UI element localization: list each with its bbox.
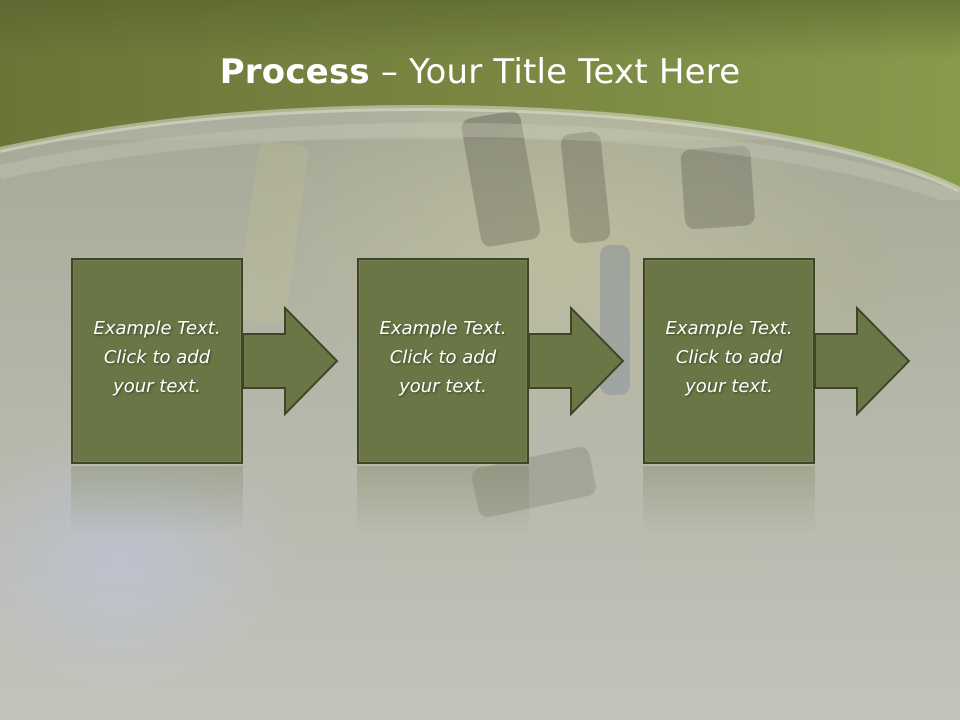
arrow-right-icon — [243, 306, 339, 416]
step-text: Example Text. Click to add your text. — [379, 318, 507, 397]
title-rest: – Your Title Text Here — [369, 52, 741, 92]
step-reflection — [71, 466, 243, 536]
arrow-right-icon — [815, 306, 911, 416]
slide-title[interactable]: Process – Your Title Text Here — [0, 52, 960, 92]
step-text: Example Text. Click to add your text. — [93, 318, 221, 397]
title-bold: Process — [219, 52, 370, 92]
process-step-2[interactable]: Example Text. Click to add your text. — [357, 258, 529, 464]
step-text: Example Text. Click to add your text. — [665, 318, 793, 397]
step-reflection — [357, 466, 529, 536]
process-step-1[interactable]: Example Text. Click to add your text. — [71, 258, 243, 464]
header-band — [0, 0, 960, 200]
arrow-right-icon — [529, 306, 625, 416]
process-step-3[interactable]: Example Text. Click to add your text. — [643, 258, 815, 464]
step-reflection — [643, 466, 815, 536]
